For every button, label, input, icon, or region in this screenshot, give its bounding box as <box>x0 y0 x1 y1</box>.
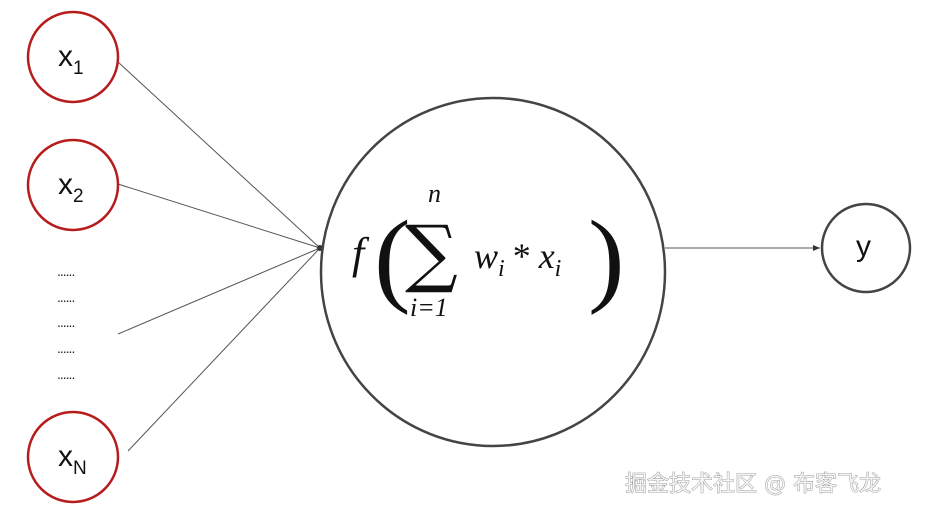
input-label: x <box>58 168 73 201</box>
ellipsis: ...... <box>57 263 74 279</box>
svg-text:wi*xi: wi*xi <box>474 236 561 282</box>
input-subscript: 2 <box>73 186 84 207</box>
input-node-xN: xN <box>26 410 120 504</box>
right-paren: ) <box>588 200 625 316</box>
sum-lower-bound: i=1 <box>410 293 448 322</box>
svg-text:x2: x2 <box>58 168 84 207</box>
svg-text:x1: x1 <box>58 40 84 79</box>
sum-upper-bound: n <box>428 179 441 208</box>
edge-ellipsis <box>117 247 321 335</box>
edge-xN <box>127 247 321 452</box>
input-label: x <box>58 40 73 73</box>
weight-term: w <box>474 236 498 276</box>
output-label: y <box>856 230 871 263</box>
weight-subscript: i <box>498 256 505 282</box>
input-subscript: i <box>555 256 562 282</box>
neuron-node: f ( ∑ n i=1 wi*xi ) <box>319 96 667 448</box>
edge-x2 <box>117 183 321 249</box>
ellipsis-rows: ...... ...... ...... ...... ...... <box>57 263 75 382</box>
multiply-operator: * <box>513 236 531 276</box>
input-label: x <box>58 440 73 473</box>
output-node-y: y <box>820 202 912 294</box>
sigma-symbol: ∑ <box>405 210 458 296</box>
ellipsis: ...... <box>57 289 74 305</box>
watermark: 掘金技术社区 @ 布客飞龙 <box>625 472 881 497</box>
ellipsis: ...... <box>57 314 74 330</box>
left-paren: ( <box>374 200 411 316</box>
input-subscript: 1 <box>73 58 84 79</box>
ellipsis: ...... <box>57 340 74 356</box>
edge-x1 <box>117 61 321 249</box>
input-node-x1: x1 <box>26 10 120 104</box>
svg-text:xN: xN <box>58 440 87 479</box>
input-subscript: N <box>73 458 87 479</box>
input-term: x <box>538 236 555 276</box>
input-node-x2: x2 <box>26 138 120 232</box>
ellipsis: ...... <box>57 366 74 382</box>
